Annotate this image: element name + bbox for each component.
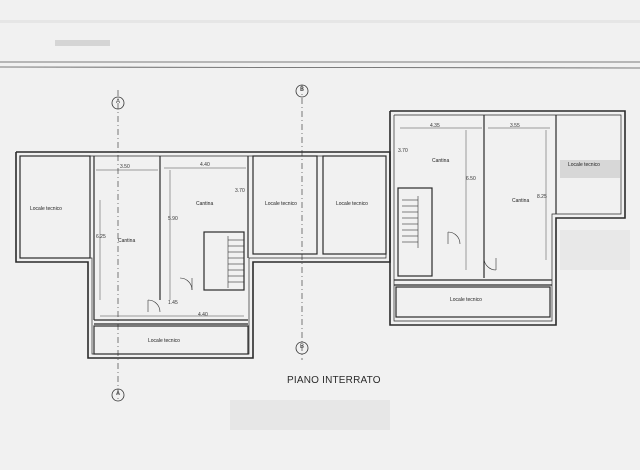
section-marker-b-bottom: [295, 341, 309, 355]
section-marker-a-bottom: [111, 388, 125, 402]
dimension-label: 3.70: [235, 188, 245, 194]
left-stairs: [227, 236, 244, 288]
scan-noise: [0, 20, 640, 430]
room-label-locale-tecnico-bottom-left: Locale tecnico: [148, 338, 180, 344]
section-marker-b-top: [295, 84, 309, 98]
right-doors: [447, 231, 497, 271]
room-label-locale-tecnico-left: Locale tecnico: [30, 206, 62, 212]
plan-title: PIANO INTERRATO: [287, 375, 381, 386]
dimension-lines: [96, 127, 550, 317]
right-building-walls: [389, 110, 626, 326]
left-doors: [147, 277, 193, 313]
dimension-label: 1.45: [168, 300, 178, 306]
room-label-cantina-3: Cantina: [432, 158, 450, 164]
dimension-label: 6.50: [466, 176, 476, 182]
section-mark-a-top: A: [116, 99, 121, 105]
left-building-walls: [15, 151, 391, 359]
dimension-label: 4.40: [198, 312, 208, 318]
section-lines: [117, 85, 303, 400]
dimension-label: 4.35: [430, 123, 440, 129]
room-label-cantina-2: Cantina: [196, 201, 214, 207]
section-marker-a-top: [111, 96, 125, 110]
dimension-label: 8.25: [537, 194, 547, 200]
room-label-cantina-4: Cantina: [512, 198, 530, 204]
right-stairs: [402, 196, 419, 248]
dimension-label: 5.90: [168, 216, 178, 222]
left-building-interior: [19, 155, 387, 355]
room-label-locale-tecnico-bottom-right: Locale tecnico: [450, 297, 482, 303]
room-label-cantina-1: Cantina: [118, 238, 136, 244]
dimension-label: 6.25: [96, 234, 106, 240]
dimension-label: 3.55: [510, 123, 520, 129]
right-building-interior: [394, 115, 557, 318]
room-label-locale-tecnico-mid1: Locale tecnico: [265, 201, 297, 207]
section-mark-b-bottom: B: [300, 344, 305, 350]
dimension-label: 4.40: [200, 162, 210, 168]
room-label-locale-tecnico-mid2: Locale tecnico: [336, 201, 368, 207]
dimension-label: 3.70: [398, 148, 408, 154]
section-mark-b-top: B: [300, 87, 305, 93]
dimension-label: 3.50: [120, 164, 130, 170]
boundary-lines: [0, 61, 640, 69]
section-mark-a-bottom: A: [116, 391, 121, 397]
room-label-locale-tecnico-right: Locale tecnico: [568, 162, 600, 168]
